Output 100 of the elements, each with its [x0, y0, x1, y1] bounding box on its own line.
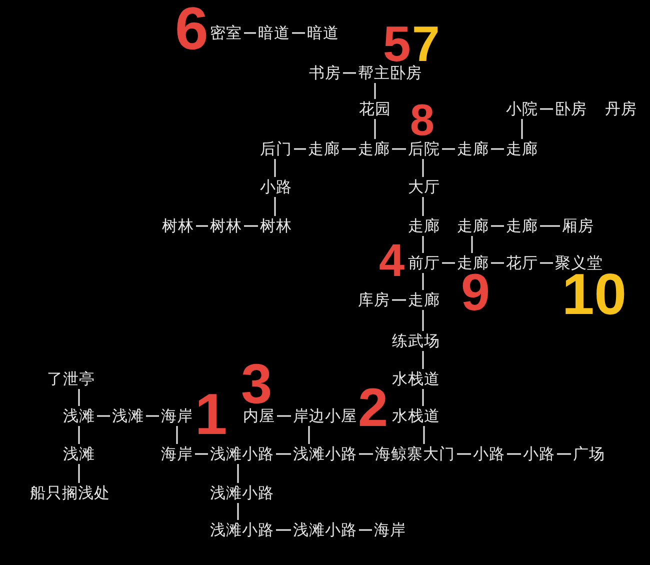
connector-line — [457, 453, 471, 455]
connector-line — [342, 148, 356, 150]
room-label: 书房 — [309, 64, 341, 82]
connector-line — [491, 262, 504, 264]
area-number: 2 — [358, 388, 388, 428]
room-label: 走廊 — [457, 140, 489, 158]
connector-line — [540, 108, 553, 110]
room-label: 小路 — [523, 445, 555, 463]
area-number: 5 — [383, 26, 411, 64]
room-label: 走廊 — [457, 217, 489, 235]
room-label: 内屋 — [243, 407, 275, 425]
room-label: 浅滩小路 — [210, 445, 274, 463]
connector-line — [276, 529, 291, 531]
connector-line — [422, 197, 424, 216]
room-label: 走廊 — [506, 217, 538, 235]
room-label: 浅滩小路 — [293, 445, 357, 463]
connector-line — [540, 262, 553, 264]
connector-line — [423, 426, 425, 444]
room-label: 浅滩 — [112, 407, 144, 425]
room-label: 走廊 — [358, 140, 390, 158]
room-label: 密室 — [210, 24, 242, 42]
connector-line — [343, 72, 356, 74]
connector-line — [146, 415, 159, 417]
connector-line — [274, 159, 276, 177]
room-label: 浅滩小路 — [293, 521, 357, 539]
room-label: 走廊 — [506, 140, 538, 158]
room-label: 库房 — [358, 291, 390, 309]
room-label: 练武场 — [392, 332, 440, 350]
connector-line — [237, 464, 239, 483]
connector-line — [471, 236, 473, 253]
room-label: 大厅 — [408, 178, 440, 196]
room-label: 小院 — [506, 100, 538, 118]
connector-line — [422, 236, 424, 253]
room-label: 水栈道 — [392, 407, 440, 425]
connector-line — [422, 389, 424, 406]
room-label: 树林 — [260, 217, 292, 235]
room-label: 岸边小屋 — [293, 407, 357, 425]
area-number: 7 — [412, 26, 440, 64]
connector-line — [540, 225, 560, 227]
room-label: 前厅 — [408, 254, 440, 272]
connector-line — [294, 148, 306, 150]
area-number: 3 — [241, 363, 272, 405]
connector-line — [244, 32, 256, 34]
room-label: 树林 — [162, 217, 194, 235]
room-label: 浅滩小路 — [210, 521, 274, 539]
connector-line — [195, 453, 208, 455]
room-label: 聚义堂 — [555, 254, 603, 272]
connector-line — [491, 148, 504, 150]
room-label: 暗道 — [258, 24, 290, 42]
area-number: 10 — [562, 273, 627, 316]
connector-line — [422, 273, 424, 290]
connector-line — [374, 119, 376, 139]
room-label: 浅滩 — [63, 445, 95, 463]
connector-line — [359, 453, 373, 455]
connector-line — [374, 83, 376, 99]
connector-line — [292, 32, 305, 34]
connector-line — [359, 529, 372, 531]
connector-line — [244, 225, 258, 227]
connector-line — [521, 119, 523, 139]
room-label: 帮主卧房 — [358, 64, 422, 82]
connector-line — [442, 262, 455, 264]
connector-line — [97, 415, 110, 417]
room-label: 走廊 — [408, 291, 440, 309]
area-number: 8 — [410, 104, 434, 137]
connector-line — [491, 225, 504, 227]
room-label: 后院 — [408, 140, 440, 158]
room-label: 厢房 — [562, 217, 594, 235]
room-label: 丹房 — [605, 100, 637, 118]
connector-line — [276, 453, 291, 455]
connector-line — [78, 426, 80, 444]
room-label: 走廊 — [408, 217, 440, 235]
connector-line — [422, 310, 424, 331]
room-label: 暗道 — [307, 24, 339, 42]
connector-line — [176, 426, 178, 444]
room-label: 水栈道 — [392, 370, 440, 388]
connector-line — [196, 225, 208, 227]
connector-line — [442, 148, 455, 150]
room-label: 走廊 — [308, 140, 340, 158]
room-label: 广场 — [573, 445, 605, 463]
room-label: 小路 — [473, 445, 505, 463]
room-label: 走廊 — [457, 254, 489, 272]
connector-line — [308, 426, 310, 444]
connector-line — [78, 464, 80, 483]
connector-line — [277, 415, 291, 417]
connector-line — [392, 148, 406, 150]
area-number: 9 — [461, 274, 490, 313]
room-label: 了泄亭 — [47, 370, 95, 388]
connector-line — [237, 503, 239, 520]
connector-line — [422, 351, 424, 369]
room-label: 卧房 — [555, 100, 587, 118]
room-label: 花园 — [359, 100, 391, 118]
room-label: 船只搁浅处 — [30, 484, 110, 502]
connector-line — [422, 159, 424, 177]
room-label: 树林 — [210, 217, 242, 235]
room-label: 后门 — [260, 140, 292, 158]
room-label: 海岸 — [161, 445, 193, 463]
connector-line — [557, 453, 571, 455]
connector-line — [78, 389, 80, 406]
connector-line — [507, 453, 521, 455]
area-number: 1 — [195, 393, 228, 436]
